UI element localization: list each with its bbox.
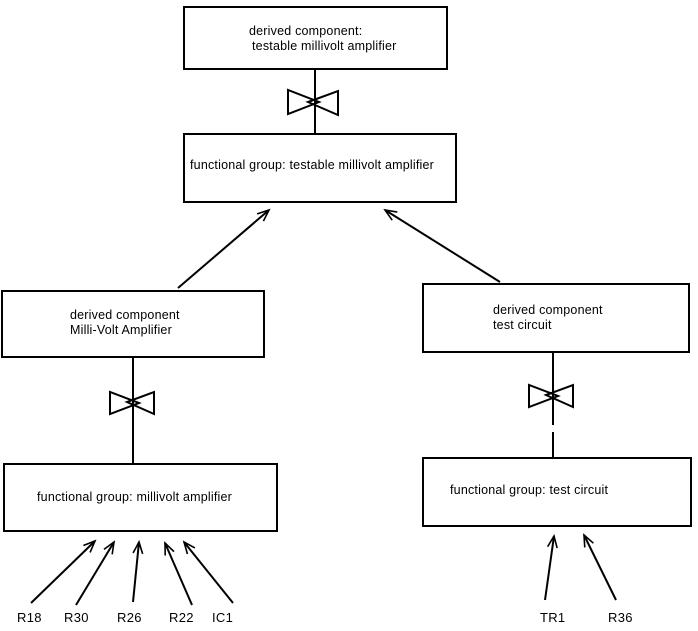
arrow-r18 <box>30 539 97 604</box>
bowtie-right-left-triangle <box>528 383 561 409</box>
node-label-line: functional group: millivolt amplifier <box>37 490 232 504</box>
leaf-label-r30: R30 <box>64 610 89 625</box>
arrow-r36 <box>583 533 617 601</box>
node-label-line: testable millivolt amplifier <box>252 39 397 53</box>
node-functional-group-test-circuit: functional group: test circuit <box>422 457 692 527</box>
node-derived-test-circuit: derived component test circuit <box>422 283 690 353</box>
node-functional-group-millivolt-amplifier: functional group: millivolt amplifier <box>3 463 278 532</box>
bowtie-top-right-triangle <box>305 89 339 117</box>
leaf-label-r22: R22 <box>169 610 194 625</box>
node-derived-millivolt-amplifier: derived component Milli-Volt Amplifier <box>1 290 265 358</box>
node-label-line: derived component: <box>249 24 363 38</box>
node-label-line: derived component <box>493 303 603 317</box>
node-label-line: functional group: test circuit <box>450 483 609 497</box>
node-derived-testable-millivolt-amplifier: derived component: testable millivolt am… <box>183 6 448 70</box>
bowtie-right-right-triangle <box>543 383 574 409</box>
arrow-r26 <box>132 539 144 603</box>
leaf-label-r36: R36 <box>608 610 633 625</box>
leaf-label-ic1: IC1 <box>212 610 234 625</box>
bowtie-top-left-triangle <box>287 88 322 116</box>
node-label-line: functional group: testable millivolt amp… <box>190 158 435 172</box>
leaf-label-tr1: TR1 <box>540 610 566 625</box>
node-label-line: test circuit <box>493 318 552 332</box>
node-label-line: Milli-Volt Amplifier <box>70 323 172 337</box>
arrow-r30 <box>75 540 116 606</box>
node-functional-group-testable-millivolt-amplifier: functional group: testable millivolt amp… <box>183 133 457 203</box>
arrow-ic1 <box>182 540 234 604</box>
bowtie-left-left-triangle <box>109 390 142 416</box>
arrow-tr1 <box>544 533 558 601</box>
arrow-r22 <box>164 541 193 606</box>
arrow-left-derived-to-mid <box>177 208 271 289</box>
leaf-label-r26: R26 <box>117 610 142 625</box>
node-label-line: derived component <box>70 308 180 322</box>
bowtie-left-right-triangle <box>124 390 155 416</box>
leaf-label-r18: R18 <box>17 610 42 625</box>
arrow-right-derived-to-mid <box>383 208 501 283</box>
